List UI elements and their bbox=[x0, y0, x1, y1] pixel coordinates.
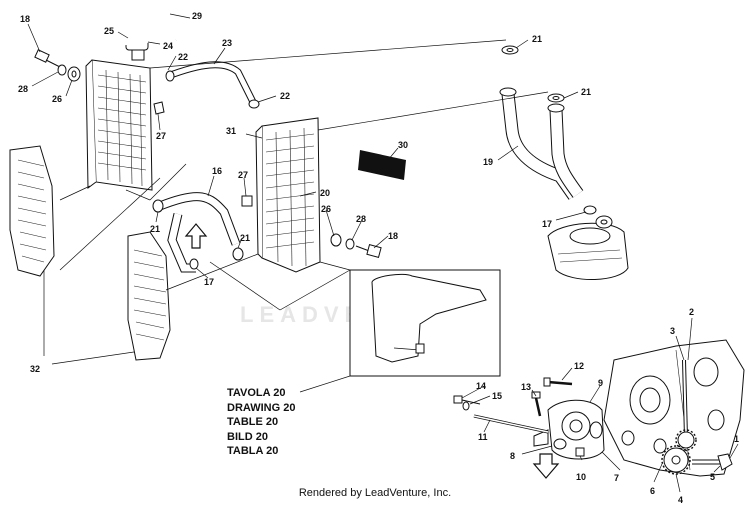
callout-labels: 18 29 25 24 22 23 22 28 26 27 31 30 20 2… bbox=[18, 11, 739, 505]
nut[interactable] bbox=[717, 453, 733, 471]
radiator-sticker[interactable] bbox=[358, 150, 406, 180]
callout-15: 15 bbox=[492, 391, 502, 401]
washer[interactable] bbox=[462, 401, 470, 411]
callout-7: 7 bbox=[614, 473, 619, 483]
callout-27: 27 bbox=[238, 170, 248, 180]
callout-17: 17 bbox=[542, 219, 552, 229]
callout-26: 26 bbox=[321, 204, 331, 214]
hose-clamp[interactable] bbox=[248, 99, 260, 109]
callout-23: 23 bbox=[222, 38, 232, 48]
bolt[interactable] bbox=[453, 395, 481, 405]
callout-18: 18 bbox=[388, 231, 398, 241]
callout-30: 30 bbox=[398, 140, 408, 150]
callout-4: 4 bbox=[678, 495, 683, 505]
drain-bolt[interactable] bbox=[575, 447, 585, 457]
hose-clamp[interactable] bbox=[501, 45, 519, 55]
footer-text: Rendered by LeadVenture, Inc. bbox=[298, 487, 452, 499]
long-bolt[interactable] bbox=[473, 414, 549, 434]
radiator-shroud-upper[interactable] bbox=[9, 145, 55, 277]
callout-28: 28 bbox=[18, 84, 28, 94]
callout-18: 18 bbox=[20, 14, 30, 24]
lower-hose[interactable] bbox=[158, 192, 241, 273]
callout-19: 19 bbox=[483, 157, 493, 167]
drawing-title-de: BILD 20 bbox=[227, 430, 268, 443]
callout-12: 12 bbox=[574, 361, 584, 371]
cylinder-head[interactable] bbox=[547, 215, 629, 280]
callout-28: 28 bbox=[356, 214, 366, 224]
radiator-shroud-lower[interactable] bbox=[127, 231, 171, 361]
callout-21: 21 bbox=[581, 87, 591, 97]
callout-26: 26 bbox=[52, 94, 62, 104]
drawing-title-fr: TABLE 20 bbox=[227, 416, 279, 429]
drawing-title-es: TABLA 20 bbox=[227, 445, 279, 458]
left-radiator[interactable] bbox=[85, 39, 153, 191]
overflow-tube[interactable] bbox=[76, 10, 181, 51]
hose-clamp[interactable] bbox=[189, 258, 199, 270]
callout-25: 25 bbox=[104, 26, 114, 36]
washer[interactable] bbox=[330, 233, 355, 250]
drawing-title-en: DRAWING 20 bbox=[227, 401, 296, 414]
hose-clamp[interactable] bbox=[165, 70, 175, 82]
callout-17: 17 bbox=[204, 277, 214, 287]
hose-clamp[interactable] bbox=[152, 199, 164, 213]
callout-6: 6 bbox=[650, 486, 655, 496]
callout-24: 24 bbox=[163, 41, 173, 51]
callout-21: 21 bbox=[240, 233, 250, 243]
radiator-hose[interactable] bbox=[166, 61, 258, 106]
bolt[interactable] bbox=[355, 244, 382, 258]
callout-9: 9 bbox=[598, 378, 603, 388]
callout-13: 13 bbox=[521, 382, 531, 392]
seal[interactable] bbox=[553, 438, 567, 450]
drawing-title-it: TAVOLA 20 bbox=[227, 387, 286, 399]
bolt[interactable] bbox=[153, 101, 165, 115]
detail-inset bbox=[349, 269, 501, 377]
callout-21: 21 bbox=[532, 34, 542, 44]
callout-10: 10 bbox=[576, 472, 586, 482]
callout-8: 8 bbox=[510, 451, 515, 461]
callout-1: 1 bbox=[734, 434, 739, 444]
bolt[interactable] bbox=[34, 49, 63, 69]
callout-20: 20 bbox=[320, 188, 330, 198]
washer[interactable] bbox=[57, 64, 81, 82]
drawing-title-block: TAVOLA 20 DRAWING 20 TABLE 20 BILD 20 TA… bbox=[227, 386, 295, 459]
arrow-down-icon bbox=[532, 453, 560, 479]
callout-32: 32 bbox=[30, 364, 40, 374]
callout-31: 31 bbox=[226, 126, 236, 136]
callout-16: 16 bbox=[212, 166, 222, 176]
arrow-up-icon bbox=[184, 223, 208, 249]
callout-2: 2 bbox=[689, 307, 694, 317]
callout-27: 27 bbox=[156, 131, 166, 141]
engine-case[interactable] bbox=[603, 339, 745, 477]
footer: Rendered by LeadVenture, Inc. bbox=[0, 487, 750, 499]
bolt[interactable] bbox=[531, 391, 542, 417]
right-radiator[interactable] bbox=[255, 117, 321, 273]
hose-clamp[interactable] bbox=[583, 205, 597, 215]
gear[interactable] bbox=[675, 429, 697, 451]
callout-22: 22 bbox=[178, 52, 188, 62]
leader-lines bbox=[27, 13, 739, 493]
shaft[interactable] bbox=[682, 359, 688, 439]
callout-3: 3 bbox=[670, 326, 675, 336]
bolt[interactable] bbox=[241, 195, 253, 207]
callout-22: 22 bbox=[280, 91, 290, 101]
bolt[interactable] bbox=[543, 377, 573, 387]
callout-29: 29 bbox=[192, 11, 202, 21]
callout-14: 14 bbox=[476, 381, 486, 391]
callout-21: 21 bbox=[150, 224, 160, 234]
water-pipe[interactable] bbox=[499, 87, 584, 200]
callout-11: 11 bbox=[478, 432, 488, 442]
hose-clamp[interactable] bbox=[547, 93, 565, 103]
water-pump-cover[interactable] bbox=[533, 399, 605, 460]
callout-5: 5 bbox=[710, 472, 715, 482]
hose-clamp[interactable] bbox=[232, 247, 244, 261]
